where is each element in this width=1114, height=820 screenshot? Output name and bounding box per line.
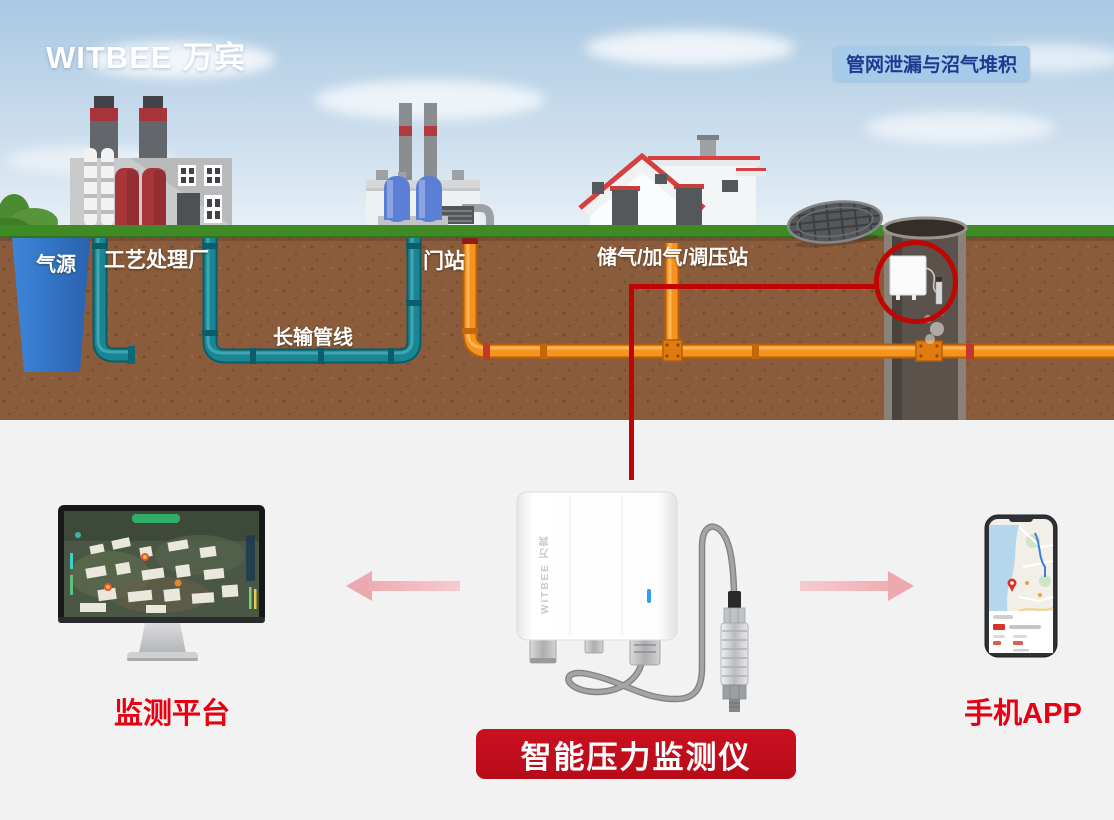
storage-station-building <box>578 135 766 230</box>
phone-notch <box>1009 515 1033 522</box>
arrow-shaft <box>368 581 460 591</box>
monitor-stand <box>139 623 186 653</box>
platform-label: 监测平台 <box>113 698 230 730</box>
highlight-circle <box>874 240 958 324</box>
callout-line-vertical <box>629 284 634 480</box>
sensor-cable-inner <box>566 524 736 702</box>
soil-top-shadow <box>0 238 1114 241</box>
processing-plant-building <box>70 96 232 226</box>
arrow-to-app <box>800 571 914 601</box>
leak-tag: 管网泄漏与沼气堆积 <box>833 46 1031 81</box>
monitor-screen-map <box>64 511 259 617</box>
pressure-device-illustration <box>516 491 749 712</box>
device-led <box>647 589 651 603</box>
label-processing-plant: 工艺处理厂 <box>104 249 209 272</box>
label-gas-source: 气源 <box>36 254 76 276</box>
arrow-to-platform <box>346 571 460 601</box>
monitor-chin <box>58 617 265 623</box>
app-label: 手机APP <box>964 698 1082 730</box>
device-box <box>516 491 678 641</box>
grass-edge <box>0 236 1114 238</box>
pressure-probe <box>720 591 749 712</box>
gate-station-building <box>366 103 494 226</box>
arrow-shaft <box>800 581 892 591</box>
monitor-illustration <box>58 505 265 661</box>
device-banner: 智能压力监测仪 <box>476 729 796 779</box>
factory-windows <box>178 165 222 223</box>
teal-pipes <box>92 238 422 364</box>
callout-line-horizontal <box>629 284 876 289</box>
label-gate-station: 门站 <box>423 250 465 273</box>
map-pin <box>1007 578 1017 592</box>
phone-screen-map <box>989 519 1054 653</box>
gas-source-shape <box>12 238 90 372</box>
manhole-cover <box>786 200 884 248</box>
arrow-head-icon <box>346 571 372 601</box>
label-long-pipeline: 长输管线 <box>273 327 353 349</box>
brand-logo: WITBEE 万宾 <box>46 40 247 75</box>
device-brand-text: WITBEE 万宾 <box>540 534 551 614</box>
arrow-head-icon <box>888 571 914 601</box>
label-storage-station: 储气/加气/调压站 <box>597 247 749 269</box>
orange-pipes <box>462 238 1114 362</box>
phone-illustration <box>984 514 1058 658</box>
